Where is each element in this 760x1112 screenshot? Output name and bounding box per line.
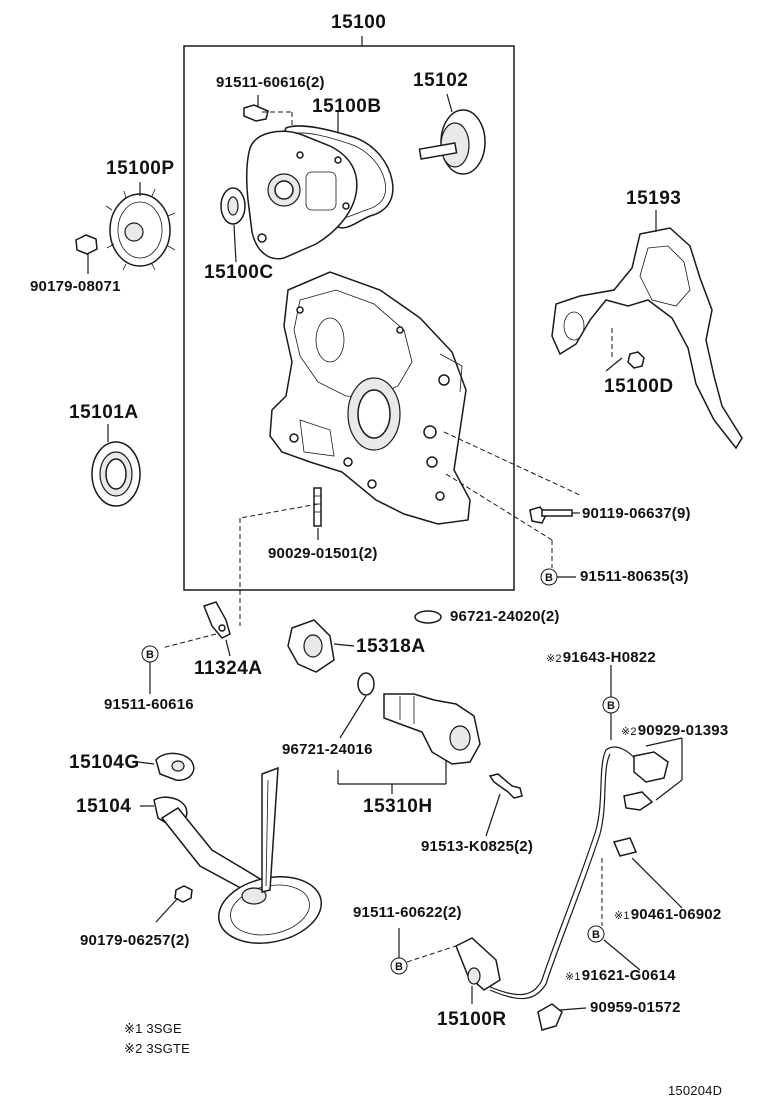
label-15100: 15100 [331,12,387,33]
bolt-91513-K0825 [485,773,523,837]
gasket-15193 [551,210,743,450]
label-11324A: 11324A [194,658,263,679]
valve-15310H [337,693,481,794]
nut-90179-08071 [75,234,98,274]
b-circle-4: B [587,925,605,943]
svg-text:B: B [607,700,615,712]
label-90029-01501: 90029-01501(2) [268,545,378,562]
note-mark-2: ※2 [546,653,562,665]
label-15101A: 15101A [69,402,139,423]
label-91511-60616-2: 91511-60616(2) [216,74,325,91]
bracket-11324A [203,601,231,657]
timing-cover-body [269,271,471,525]
gasket-15104G [137,752,195,781]
clamp-90959-01572 [537,1003,587,1031]
gasket-15318A [287,619,355,673]
label-90929-01393: ※290929-01393 [621,722,729,739]
label-15193: 15193 [626,188,682,209]
label-15104: 15104 [76,796,132,817]
label-90179-06257: 90179-06257(2) [80,932,190,949]
label-91511-60622: 91511-60622(2) [353,904,462,921]
seal-15100C [220,187,246,263]
oil-seal-15101A [91,424,141,507]
label-91513-K0825: 91513-K0825(2) [421,838,534,855]
label-96721-24016: 96721-24016 [282,741,373,758]
sprocket-15100P [105,182,176,271]
sensor-15100R [455,937,501,1004]
label-96721-24020: 96721-24020(2) [450,608,560,625]
svg-text:B: B [592,929,600,941]
label-15100R: 15100R [437,1009,507,1030]
rotor-15102 [418,93,486,175]
strainer-15104 [140,766,323,944]
footnote-2: ※2 3SGTE [124,1041,190,1056]
label-15104G: 15104G [69,752,140,773]
label-91511-60616: 91511-60616 [104,696,194,713]
label-15100C: 15100C [204,262,274,283]
note-mark-2b: ※2 [621,726,637,738]
svg-text:B: B [146,649,154,661]
label-15100P: 15100P [106,158,175,179]
label-15310H: 15310H [363,796,433,817]
label-91643-H0822: ※291643-H0822 [546,649,656,666]
label-15102: 15102 [413,70,469,91]
label-90461-06902: ※190461-06902 [614,906,722,923]
note-mark-1b: ※1 [565,971,581,983]
o-ring-96721-24020 [414,610,442,624]
label-91621-G0614: ※191621-G0614 [565,967,676,984]
bolt-91511-60616-top [243,95,293,140]
b-circle-2: B [540,568,558,586]
label-90179-08071: 90179-08071 [30,278,121,295]
timing-cover-assembly-box [183,45,515,591]
footnote-1: ※1 3SGE [124,1021,182,1036]
b-circle-3: B [602,696,620,714]
figure-number: 150204D [668,1083,723,1098]
o-ring-96721-24016 [357,672,375,696]
label-15100D: 15100D [604,376,674,397]
note-mark-1: ※1 [614,910,630,922]
svg-text:B: B [545,572,553,584]
label-90959-01572: 90959-01572 [590,999,681,1016]
label-90119-06637: 90119-06637(9) [582,505,691,522]
label-15318A: 15318A [356,636,426,657]
stud-90029-01501 [313,487,322,540]
sensor-harness [487,737,683,1000]
oil-pump-cover [245,130,358,260]
nut-90179-06257 [155,885,193,923]
b-circle-1: B [141,645,159,663]
svg-text:B: B [395,961,403,973]
dashed-leader-11324A [161,503,319,649]
b-circle-5: B [390,957,408,975]
label-91511-80635: 91511-80635(3) [580,568,689,585]
label-15100B: 15100B [312,96,382,117]
